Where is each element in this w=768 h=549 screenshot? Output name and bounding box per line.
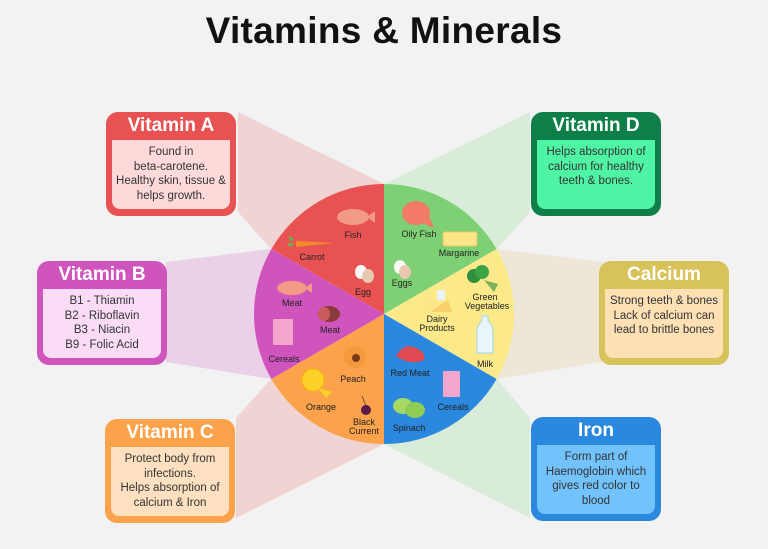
- card-vitamin-c: Vitamin C Protect body from infections. …: [105, 419, 235, 523]
- card-body: Protect body from infections. Helps abso…: [111, 447, 229, 516]
- margarine-icon: [442, 231, 478, 247]
- card-line: Form part of: [564, 451, 628, 463]
- card-line: infections.: [144, 467, 196, 480]
- card-line: Healthy skin, tissue &: [116, 175, 226, 187]
- carrot-icon: [287, 235, 334, 247]
- card-title: Vitamin A: [127, 115, 215, 136]
- card-line: B3 - Niacin: [73, 324, 131, 336]
- card-vitamin-a: Vitamin A Found in beta-carotene. Health…: [106, 112, 236, 216]
- card-line: Helps absorption of: [546, 146, 646, 158]
- food-label: Peach: [340, 374, 366, 384]
- food-label: Meat: [320, 325, 341, 335]
- oily-fish-icon: [402, 201, 434, 228]
- cereal-box-icon: [273, 319, 293, 345]
- card-calcium: Calcium Strong teeth & bones Lack of cal…: [599, 261, 729, 365]
- card-body: Strong teeth & bones Lack of calcium can…: [605, 289, 723, 358]
- card-line: B2 - Riboflavin: [64, 309, 140, 322]
- food-label: Green: [472, 292, 497, 302]
- card-line: calcium & Iron: [133, 496, 207, 509]
- milk-bottle-icon: [476, 315, 494, 354]
- card-line: helps growth.: [136, 189, 206, 202]
- food-label: Milk: [477, 359, 493, 369]
- card-line: calcium for healthy: [548, 160, 644, 173]
- food-label: Eggs: [392, 278, 413, 288]
- food-label: Egg: [355, 287, 371, 297]
- red-meat-icon: [396, 346, 425, 363]
- card-vitamin-b: Vitamin B B1 - Thiamin B2 - Riboflavin B…: [37, 261, 167, 365]
- card-vitamin-d: Vitamin D Helps absorption of calcium fo…: [531, 112, 661, 216]
- card-line: beta-carotene.: [133, 160, 209, 173]
- card-line: B1 - Thiamin: [69, 295, 135, 307]
- food-label: Oily Fish: [401, 229, 436, 239]
- card-body: B1 - Thiamin B2 - Riboflavin B3 - Niacin…: [43, 289, 161, 358]
- card-line: gives red color to: [552, 480, 640, 492]
- card-line: Protect body from: [124, 453, 216, 465]
- food-label: Spinach: [393, 423, 426, 433]
- food-label: Orange: [306, 402, 336, 412]
- card-line: Strong teeth & bones: [609, 295, 719, 307]
- eggs-icon: [394, 260, 411, 279]
- card-line: teeth & bones.: [558, 175, 634, 187]
- ray-vitamin-d: [384, 112, 530, 249]
- card-title: Calcium: [627, 264, 701, 285]
- food-label: Margarine: [439, 248, 480, 258]
- food-label: Products: [419, 323, 455, 333]
- card-iron: Iron Form part of Haemoglobin which give…: [531, 417, 661, 521]
- food-label: Carrot: [299, 252, 325, 262]
- card-line: Lack of calcium can: [613, 309, 715, 322]
- ham-icon: [318, 306, 340, 322]
- food-label: Cereals: [268, 354, 300, 364]
- dairy-icon: [420, 290, 452, 312]
- food-label: Red Meat: [390, 368, 430, 378]
- fish-icon: [337, 209, 375, 225]
- card-body: Form part of Haemoglobin which gives red…: [537, 445, 655, 514]
- card-title: Vitamin C: [126, 422, 214, 443]
- card-line: lead to brittle bones: [613, 324, 715, 336]
- card-title: Vitamin D: [552, 115, 640, 136]
- food-label: Fish: [344, 230, 361, 240]
- card-line: blood: [581, 494, 611, 507]
- orange-icon: [301, 368, 332, 398]
- card-body: Helps absorption of calcium for healthy …: [537, 140, 655, 209]
- spinach-icon: [393, 398, 425, 418]
- food-label: Dairy: [426, 314, 448, 324]
- black-currant-icon: [361, 395, 371, 415]
- ray-vitamin-a: [238, 112, 384, 249]
- card-line: Found in: [148, 146, 194, 158]
- card-body: Found in beta-carotene. Healthy skin, ti…: [112, 140, 230, 209]
- card-title: Iron: [578, 420, 614, 441]
- food-label: Cereals: [437, 402, 469, 412]
- meat-fish-icon: [277, 281, 312, 295]
- ray-calcium: [497, 249, 602, 379]
- page-title: Vitamins & Minerals: [205, 10, 563, 51]
- ray-vitamin-b: [166, 249, 271, 379]
- food-label: Current: [349, 426, 380, 436]
- card-title: Vitamin B: [58, 264, 146, 285]
- card-line: Helps absorption of: [120, 482, 220, 494]
- food-label: Black: [353, 417, 376, 427]
- egg-icon: [355, 265, 374, 283]
- card-line: Haemoglobin which: [545, 465, 647, 478]
- card-line: B9 - Folic Acid: [65, 338, 139, 351]
- ray-iron: [384, 379, 530, 518]
- broccoli-icon: [467, 265, 498, 292]
- peach-icon: [344, 346, 366, 368]
- food-label: Meat: [282, 298, 303, 308]
- food-label: Vegetables: [465, 301, 510, 311]
- cereal-box-icon: [443, 371, 460, 397]
- ray-vitamin-c: [236, 379, 384, 518]
